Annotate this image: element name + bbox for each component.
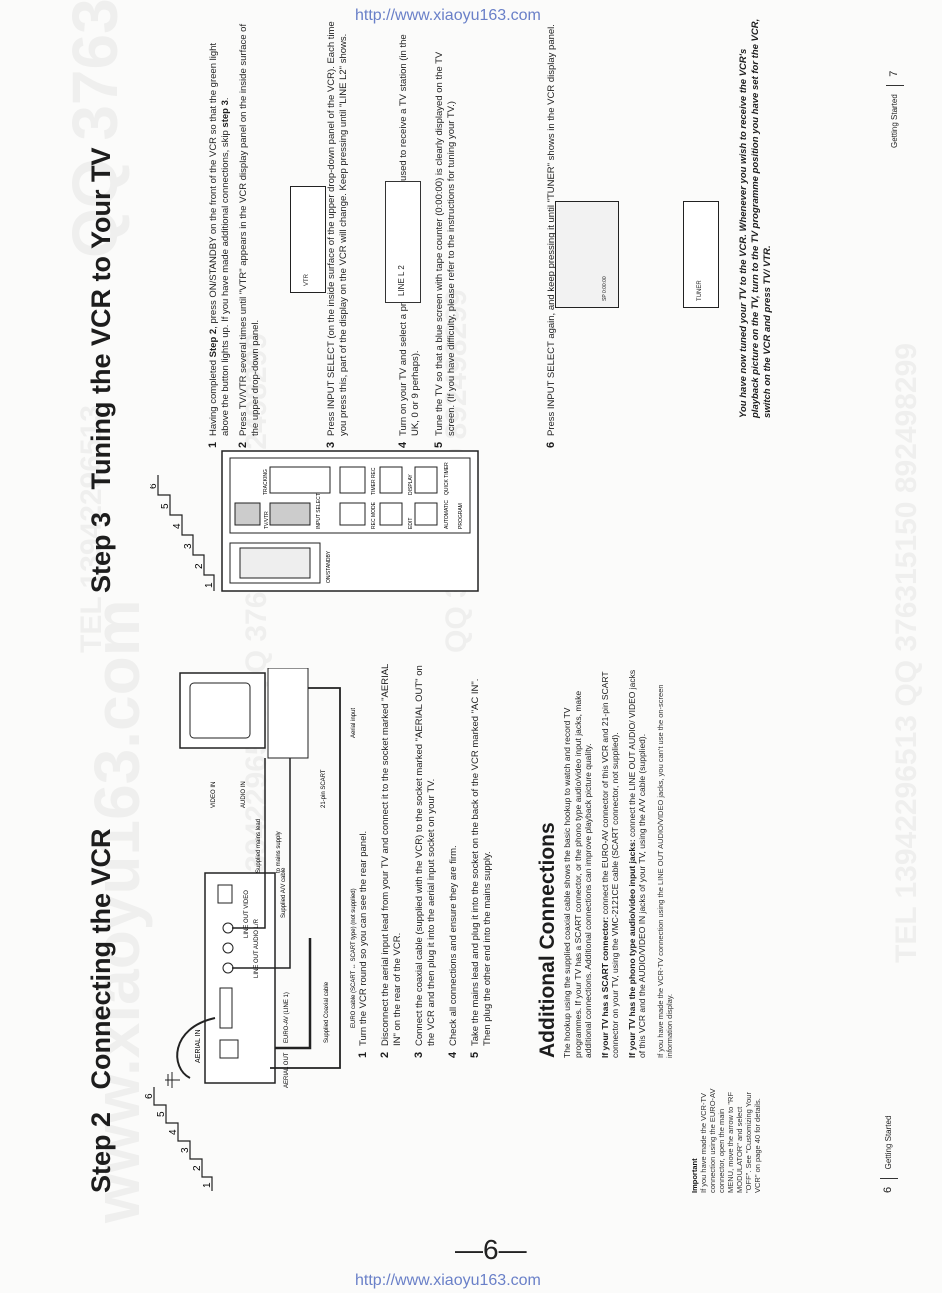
display-tuner-label: TUNER: [697, 280, 703, 301]
stair-r-5: 5: [160, 503, 171, 509]
step-label-right: Step 3: [86, 511, 116, 593]
footer-num-right: 7: [888, 70, 901, 77]
label-line-out-audio: LINE OUT AUDIO L/R: [254, 918, 260, 978]
vcr-front-panel: ON/STANDBY TV/VTR INPUT SELECT TRACKING …: [221, 450, 479, 592]
panel-rec-mode: REC MODE: [371, 501, 377, 529]
title-left: Connecting the VCR: [86, 828, 116, 1090]
panel-automatic: AUTOMATIC: [444, 500, 450, 529]
stair-r-2: 2: [194, 563, 205, 569]
panel-input-select: INPUT SELECT: [316, 493, 322, 529]
additional-heading: Additional Connections: [536, 822, 559, 1058]
stair-1: 1: [202, 1182, 213, 1188]
label-supplied-av-cable: Supplied A/V cable: [281, 867, 287, 918]
display-vtr-label: VTR: [304, 274, 310, 286]
important-text: If you have made the VCR-TV connection u…: [699, 1088, 762, 1194]
connection-diagram: AERIAL IN AERIAL OUT EURO-AV (LINE 1) Su…: [165, 668, 357, 1088]
page-right: 1 2 3 4 5 6 Step 3 Tuning the VCR to You…: [86, 18, 904, 593]
additional-intro: The hookup using the supplied coaxial ca…: [562, 690, 593, 1058]
additional-phono: If your TV has the phono type audio/vide…: [626, 669, 648, 1058]
label-euro-av: EURO-AV (LINE 1): [284, 992, 290, 1043]
title-right: Tuning the VCR to Your TV: [86, 147, 116, 490]
stair-r-1: 1: [204, 582, 215, 588]
additional-note: If you have made the VCR-TV connection u…: [655, 684, 674, 1058]
stair-progress-left: 1 2 3 4 5 6: [144, 1087, 213, 1191]
stair-2: 2: [192, 1165, 203, 1171]
panel-on-standby: ON/STANDBY: [326, 550, 332, 583]
watermark-url-bottom: http://www.xiaoyu163.com: [355, 1272, 541, 1289]
panel-tv-vtr: TV/VTR: [264, 511, 270, 529]
stair-r-4: 4: [172, 523, 183, 529]
panel-display: DISPLAY: [408, 474, 414, 495]
display-tuner: TUNER: [683, 201, 719, 308]
footer-num-left: 6: [882, 1186, 895, 1193]
important-title: Important: [690, 1158, 699, 1193]
footer-text-right: Getting Started: [890, 94, 900, 148]
display-counter-label: SP 0:00:00: [602, 276, 608, 301]
display-line-label: LINE L 2: [397, 265, 406, 296]
footer-text-left: Getting Started: [884, 1115, 894, 1170]
display-line-l2: LINE L 2: [385, 181, 421, 303]
label-aerial-out: AERIAL OUT: [284, 1052, 290, 1088]
watermark-url-top: http://www.xiaoyu163.com: [355, 7, 541, 24]
page-title-left: Step 2 Connecting the VCR: [86, 828, 117, 1193]
footer-left: 6 Getting Started: [880, 1116, 898, 1193]
label-line-out-video: LINE OUT VIDEO: [244, 890, 250, 938]
stair-3: 3: [180, 1147, 191, 1153]
label-aerial-in: AERIAL IN: [195, 1029, 202, 1063]
important-note: Important If you have made the VCR-TV co…: [690, 1083, 762, 1194]
stair-r-6: 6: [150, 483, 159, 489]
panel-tracking: TRACKING: [263, 469, 269, 495]
panel-edit: EDIT: [408, 518, 414, 529]
label-video-in: VIDEO IN: [211, 782, 217, 808]
additional-body: The hookup using the supplied coaxial ca…: [562, 663, 674, 1058]
footer-right: Getting Started 7: [886, 71, 904, 148]
panel-timer-rec: TIMER REC: [371, 467, 377, 495]
closing-note: You have now tuned your TV to the VCR. W…: [738, 18, 773, 418]
label-to-mains-supply: to mains supply: [276, 831, 282, 873]
label-supplied-coaxial: Supplied Coaxial cable: [324, 981, 330, 1043]
page-title-right: Step 3 Tuning the VCR to Your TV: [86, 147, 117, 593]
stair-4: 4: [168, 1129, 179, 1135]
label-euro-cable: EURO cable (SCART ↔ SCART type) (not sup…: [351, 888, 357, 1028]
page-left: 1 2 3 4 5 6 Step 2 Connecting the VCR: [0, 653, 942, 1293]
panel-program: PROGRAM: [458, 503, 464, 529]
label-supplied-mains-lead: Supplied mains lead: [256, 819, 262, 873]
step-label-left: Step 2: [86, 1111, 116, 1193]
stair-5: 5: [156, 1111, 167, 1117]
stair-6: 6: [144, 1093, 155, 1099]
panel-quick-timer: QUICK TIMER: [444, 462, 450, 495]
stair-r-3: 3: [183, 543, 194, 549]
label-audio-in: AUDIO IN: [241, 781, 247, 808]
stair-progress-right: 1 2 3 4 5 6: [150, 475, 215, 591]
label-aerial-input: Aerial input: [351, 708, 357, 738]
label-21pin-scart: 21-pin SCART: [321, 769, 327, 808]
display-vtr: VTR: [290, 186, 326, 293]
page-number: —6—: [455, 1234, 527, 1265]
display-tv-screen: SP 0:00:00: [555, 201, 619, 308]
additional-scart: If your TV has a SCART connector: connec…: [599, 671, 621, 1058]
